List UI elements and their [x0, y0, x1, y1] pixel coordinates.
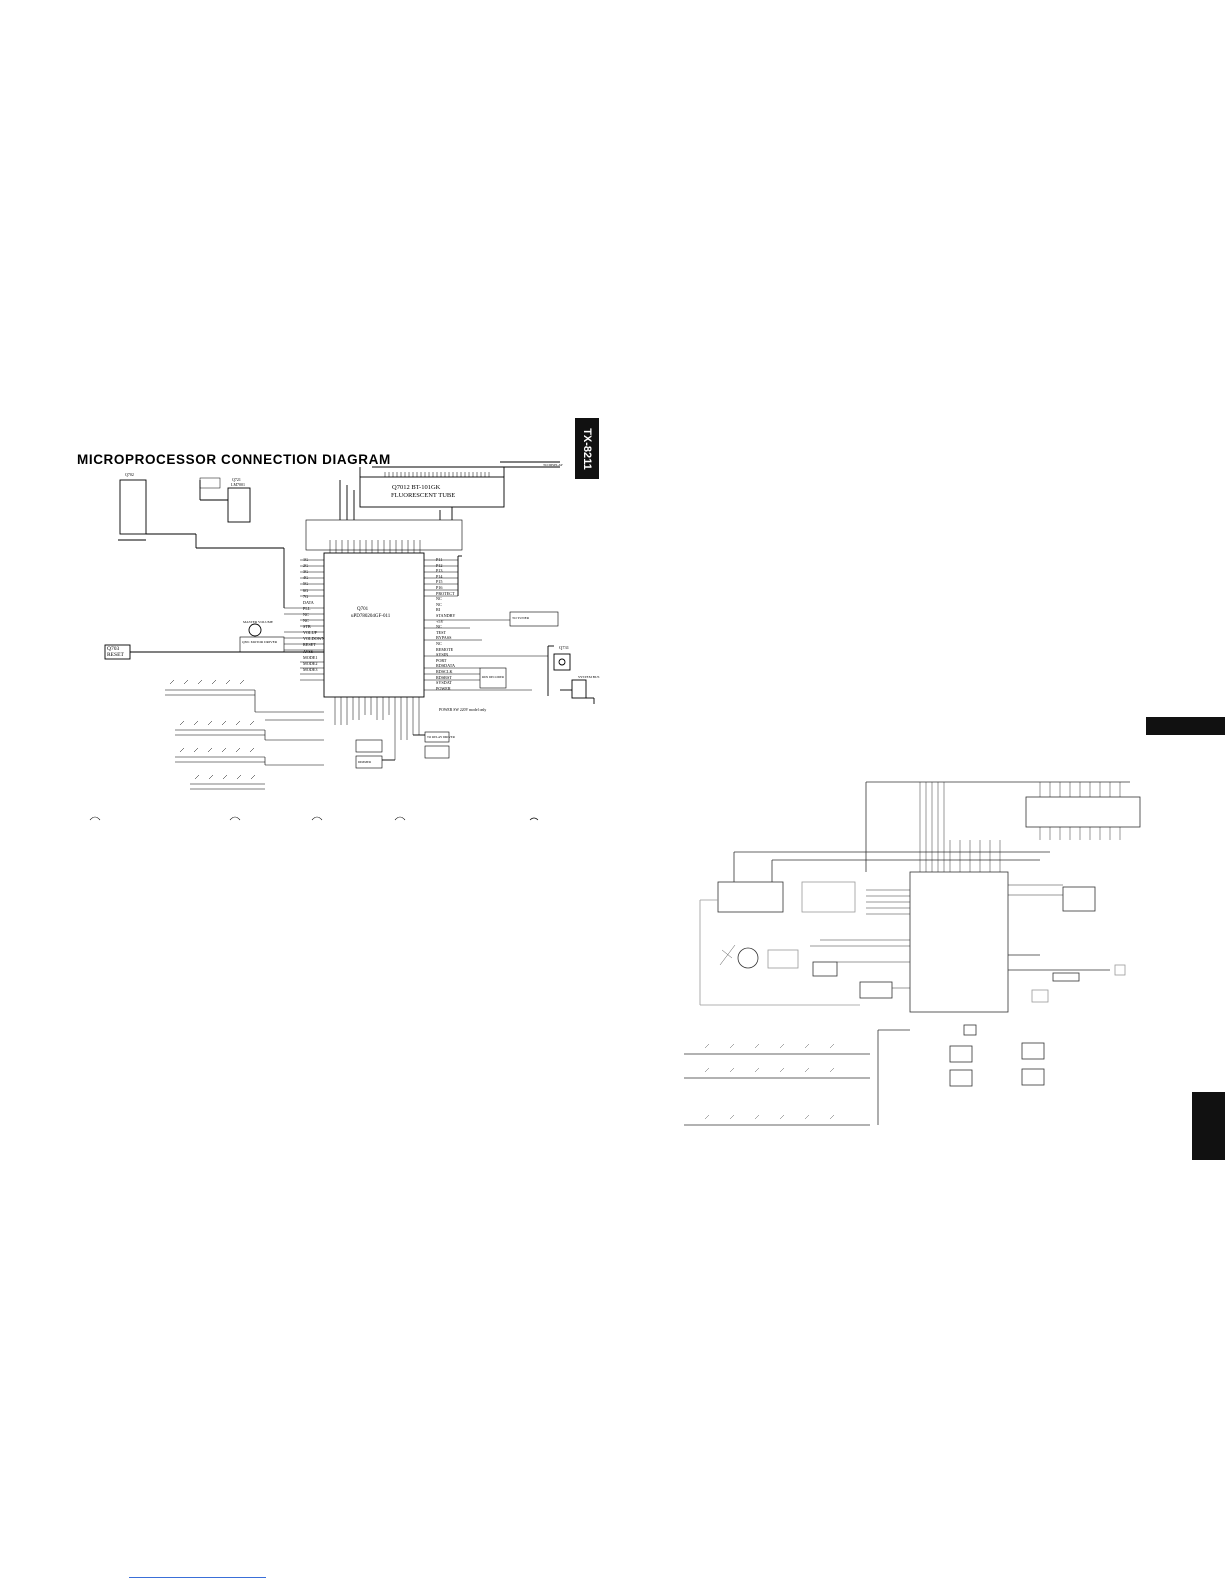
pin-label: PLL: [303, 605, 311, 611]
pin-label: MODE1: [303, 654, 318, 660]
pin-label: TEST: [436, 629, 447, 635]
pin-label: REMOTE: [436, 646, 454, 652]
pin-label: RDSCLK: [436, 669, 453, 674]
pin-label: DATA: [303, 599, 314, 605]
section-tab: [1192, 1092, 1225, 1160]
pin-label: MODE3: [303, 666, 318, 672]
pin-label: 1G: [303, 557, 309, 562]
system-jack-label: SYSTEM BUS: [578, 675, 600, 679]
mcu-part: uPD780204GF-011: [351, 614, 391, 619]
q731-body: [553, 653, 571, 671]
motor-symbol: [248, 623, 262, 637]
q721-body: [227, 487, 251, 523]
pin-label: RI: [436, 607, 441, 613]
pin-label: P16: [436, 585, 443, 590]
eeprom-ref: Q702: [125, 472, 134, 477]
pin-label: SYSIN: [436, 652, 449, 658]
mcu-ref: Q701: [357, 607, 369, 612]
motor-driver-label: Q301 MOTOR DRIVER: [242, 640, 278, 644]
pin-label: 6G: [303, 587, 309, 593]
pin-label: +5V: [436, 618, 444, 624]
rds-ic-label: RDS DECODER: [482, 675, 505, 679]
display-name: FLUORESCENT TUBE: [391, 492, 456, 499]
mcu-body: [323, 552, 425, 698]
right-mcu-body: [909, 871, 1009, 1013]
page-rule: [129, 1577, 266, 1578]
pin-label: VOLUP: [303, 630, 317, 636]
pin-label: VOLDOWN: [303, 636, 325, 642]
pin-label: NC: [303, 611, 309, 617]
pin-label: P12: [436, 562, 443, 568]
logic-ref: Q721: [232, 477, 241, 482]
pin-label: NC: [436, 624, 442, 630]
pin-label: AVSS: [303, 648, 314, 654]
motor-label: MASTER VOLUME: [243, 620, 273, 624]
pin-label: NC: [436, 596, 442, 602]
pin-label: 2G: [303, 563, 309, 569]
pin-label: MODE2: [303, 660, 318, 666]
pin-label: PORT: [436, 657, 447, 663]
to-tuner-label: TO TUNER: [512, 616, 530, 620]
pin-label: P14: [436, 573, 443, 579]
pin-label: NC: [436, 601, 442, 607]
pin-label: 4G: [303, 575, 309, 581]
pin-label: 5G: [303, 581, 309, 587]
pin-label: 7G: [303, 593, 309, 599]
pin-label: RDSRST: [436, 674, 452, 680]
remote-sensor-ref: Q731: [559, 645, 569, 650]
pin-label: STANDBY: [436, 613, 456, 618]
pin-label: NC: [303, 618, 309, 623]
pin-label: PROTECT: [436, 590, 455, 596]
pin-label: STB: [303, 624, 311, 630]
display-ref: Q7012 BT-101GK: [392, 484, 441, 491]
pin-label: BYPASS: [436, 635, 452, 641]
q702-body: [119, 479, 147, 535]
logic-part: LM7001: [231, 482, 245, 487]
to-display-label: TO DISPLAY: [543, 463, 563, 467]
pin-label: SYSDAT: [436, 680, 452, 686]
pin-label: NC: [436, 641, 442, 646]
to-relay-label: TO RELAY DRIVER: [427, 735, 455, 739]
model-tab: TX-8211: [575, 418, 599, 479]
pin-label: P11: [436, 557, 443, 562]
page-title: MICROPROCESSOR CONNECTION DIAGRAM: [77, 452, 391, 467]
pin-label: 3G: [303, 569, 309, 575]
pin-label: POWER: [436, 685, 451, 691]
pin-label: P15: [436, 579, 443, 585]
pin-label: P13: [436, 568, 443, 574]
reset-ref: Q703: [107, 646, 120, 652]
right-display-body: [1025, 796, 1141, 828]
pin-label: RESET: [303, 642, 316, 648]
dimmer-label: DIMMER: [358, 760, 372, 764]
power-switch-note: POWER SW 220V model only: [439, 708, 487, 712]
reset-label: RESET: [107, 652, 124, 658]
fluorescent-tube-body: [359, 476, 505, 508]
section-tab: [1146, 717, 1225, 735]
pin-label: RDSDATA: [436, 663, 455, 669]
